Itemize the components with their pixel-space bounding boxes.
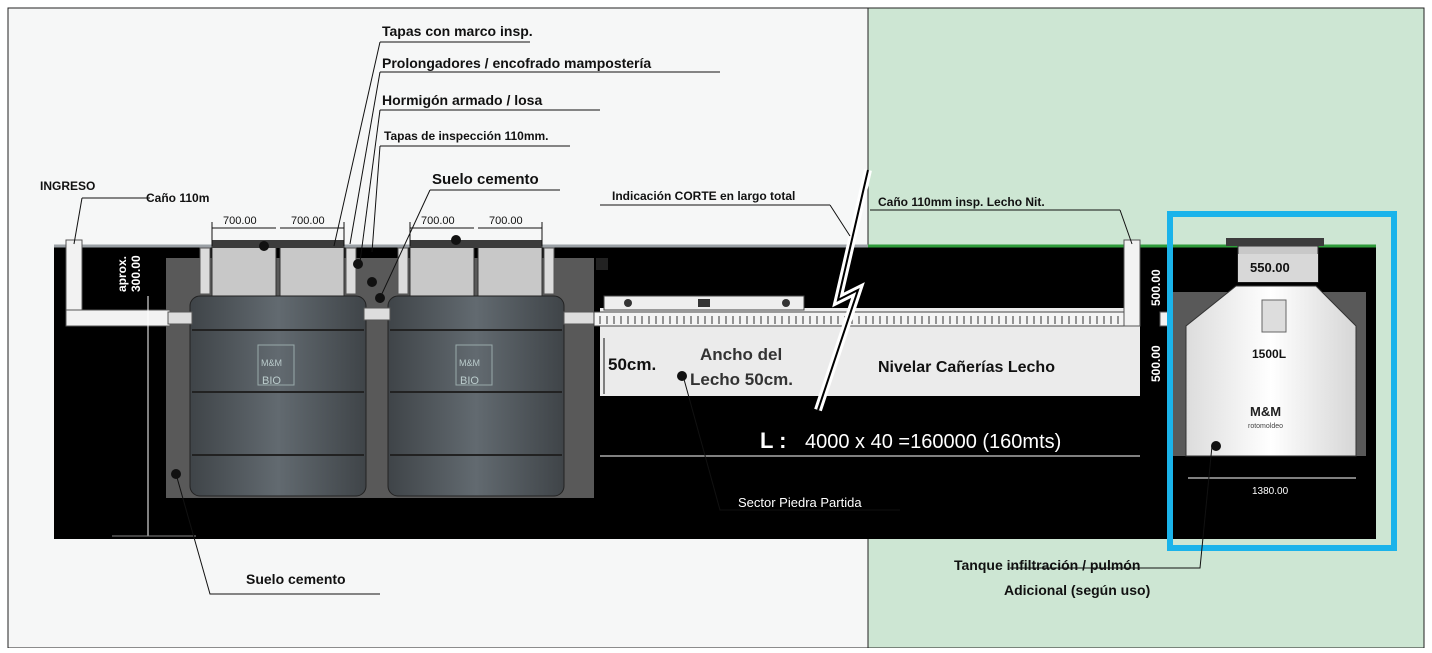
- tank-risers: [199, 240, 555, 303]
- label-indicacion-corte: Indicación CORTE en largo total: [612, 189, 795, 203]
- bio-label-1: BIO: [262, 375, 281, 387]
- leveling-label: Nivelar Cañerías Lecho: [878, 359, 1055, 376]
- length-prefix: L :: [760, 428, 786, 453]
- label-ingreso: INGRESO: [40, 179, 95, 193]
- inspection-pipe: [1123, 239, 1141, 327]
- leveling-bar: [603, 295, 805, 311]
- highlight-frame: [1167, 211, 1397, 551]
- bed-height: 50cm.: [608, 355, 656, 374]
- label-sector-piedra: Sector Piedra Partida: [738, 495, 862, 510]
- label-tapas-inspeccion: Tapas de inspección 110mm.: [384, 129, 549, 143]
- lid-dim-2: 700.00: [291, 215, 325, 227]
- inlet-pipe: [65, 239, 595, 327]
- bio-logo-2: M&M: [459, 358, 480, 368]
- tank-capacity: 1500L: [1252, 347, 1286, 361]
- label-cano-ingreso: Caño 110m: [146, 191, 209, 205]
- tank-brand-sub: rotomoldeo: [1248, 423, 1283, 430]
- lid-dim-3: 700.00: [421, 215, 455, 227]
- lid-dim-4: 700.00: [489, 215, 523, 227]
- right-lid-dim: 550.00: [1250, 260, 1290, 275]
- bio-tank-2: [387, 295, 565, 497]
- bed-width-1: Ancho del: [700, 345, 782, 364]
- label-prolongadores: Prolongadores / encofrado mampostería: [382, 55, 651, 71]
- label-suelo-cemento-top: Suelo cemento: [432, 171, 539, 188]
- label-tanque-infiltracion: Tanque infiltración / pulmón: [954, 557, 1140, 573]
- right-height-dim-2: 500.00: [1149, 345, 1163, 382]
- depth-dimension: 300.00: [129, 255, 143, 292]
- length-formula: 4000 x 40 =160000 (160mts): [805, 431, 1061, 453]
- lid-dim-1: 700.00: [223, 215, 257, 227]
- tank-brand: M&M: [1250, 404, 1281, 419]
- label-adicional: Adicional (según uso): [1004, 582, 1150, 598]
- label-tapas-marco: Tapas con marco insp.: [382, 23, 533, 39]
- label-hormigon: Hormigón armado / losa: [382, 92, 542, 108]
- bio-logo-1: M&M: [261, 358, 282, 368]
- bed-width-2: Lecho 50cm.: [690, 370, 793, 389]
- label-cano-lecho: Caño 110mm insp. Lecho Nit.: [878, 195, 1045, 209]
- right-height-dim-1: 500.00: [1149, 269, 1163, 306]
- bio-label-2: BIO: [460, 375, 479, 387]
- bio-tank-1: [189, 295, 367, 497]
- infiltration-tank: [1185, 238, 1357, 457]
- label-suelo-cemento-bottom: Suelo cemento: [246, 571, 346, 587]
- aprox-label: aprox.: [115, 256, 129, 292]
- tank-width-dim: 1380.00: [1252, 486, 1289, 497]
- perforated-pipe: [593, 311, 1133, 327]
